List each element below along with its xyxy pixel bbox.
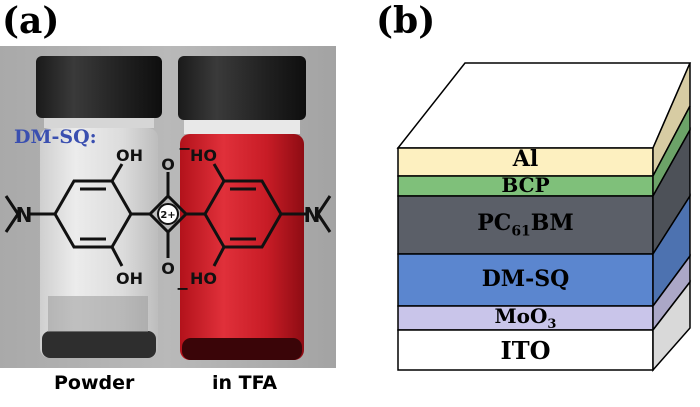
vial-right-neck xyxy=(184,120,300,134)
molecule-label: DM-SQ: xyxy=(14,126,97,148)
right-ho-top-bond xyxy=(212,163,226,182)
charge-label: 2+ xyxy=(160,210,175,221)
vial-right-bottom xyxy=(182,338,302,360)
ho-top-right: HO xyxy=(190,146,217,165)
label-moo3-main: MoO xyxy=(494,304,548,328)
caption-powder: Powder xyxy=(54,372,135,394)
minus-bottom: − xyxy=(176,279,189,298)
label-pc61bm-main: PC xyxy=(477,210,512,236)
left-oh-bottom-bond xyxy=(110,246,124,267)
vial-left xyxy=(36,56,162,358)
label-dm-sq: DM-SQ xyxy=(481,266,570,292)
vial-photo-drawing: N N OH HO OH HO O − O − 2+ xyxy=(0,46,336,368)
label-al: Al xyxy=(512,146,539,172)
label-ito: ITO xyxy=(500,336,551,365)
caption-in-tfa: in TFA xyxy=(212,372,278,394)
oh-top-left: OH xyxy=(116,146,143,165)
layer-moo3 xyxy=(397,305,654,331)
charge-circle xyxy=(157,203,179,225)
left-methyl-bond-2 xyxy=(4,213,20,233)
oh-bottom-left: OH xyxy=(116,269,143,288)
label-bcp: BCP xyxy=(501,173,550,197)
side-ito xyxy=(652,279,691,372)
label-pc61bm-sub: 61 xyxy=(511,223,531,240)
oxygen-top: O xyxy=(161,155,175,174)
left-methyl-bond-1 xyxy=(4,195,20,215)
right-methyl-bond-2 xyxy=(316,213,332,233)
minus-top: − xyxy=(178,139,191,158)
label-pc61bm-suffix: BM xyxy=(530,210,574,236)
panel-a-label: (a) xyxy=(2,0,60,42)
vial-photo: N N OH HO OH HO O − O − 2+ DM-SQ: xyxy=(0,46,336,368)
label-moo3: MoO3 xyxy=(398,304,653,332)
panel-b-label: (b) xyxy=(376,0,436,42)
oxygen-bottom: O xyxy=(161,259,175,278)
label-moo3-sub: 3 xyxy=(547,317,557,332)
label-pc61bm: PC61BM xyxy=(398,210,653,239)
right-methyl-bond-1 xyxy=(316,195,332,215)
vial-left-cap xyxy=(36,56,162,118)
vial-left-neck xyxy=(44,118,154,128)
stack-top-face xyxy=(396,62,692,149)
vial-left-dust xyxy=(48,296,148,332)
left-oh-top-bond xyxy=(110,163,124,182)
vial-left-powder xyxy=(42,331,156,358)
right-nitrogen: N xyxy=(304,203,321,227)
dm-sq-structure xyxy=(4,163,332,267)
layer-dm-sq xyxy=(397,253,654,307)
ho-bottom-right: HO xyxy=(190,269,217,288)
right-ho-bottom-bond xyxy=(212,246,226,267)
left-nitrogen: N xyxy=(16,203,33,227)
vial-right-cap xyxy=(178,56,306,120)
layer-ito xyxy=(397,329,654,371)
